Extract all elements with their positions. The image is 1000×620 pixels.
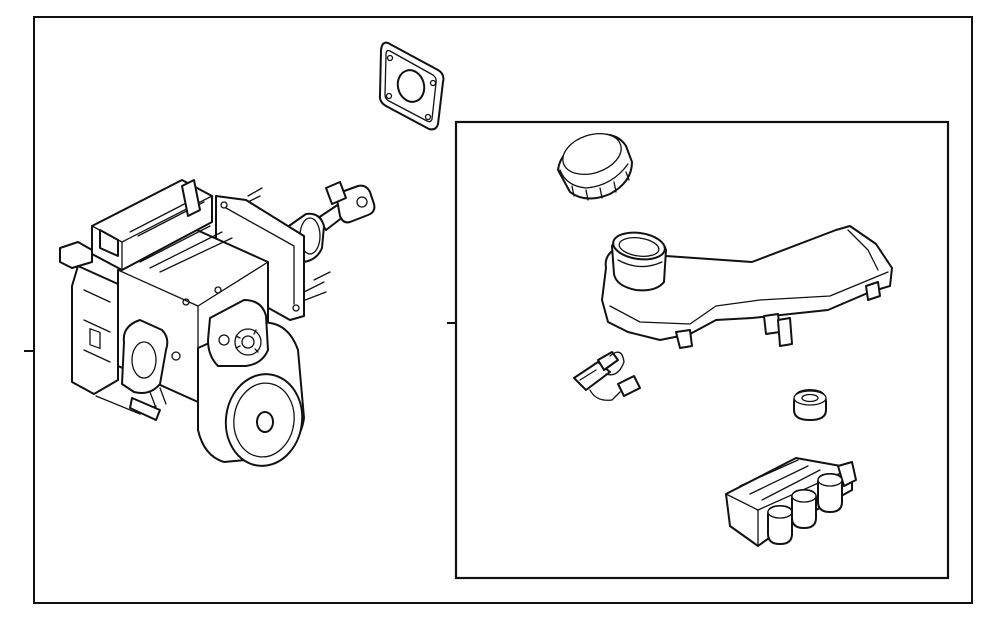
inner-frame: [454, 120, 950, 580]
level-sensor-wiring-part: [573, 351, 641, 401]
gasket-part: [378, 41, 445, 131]
reservoir-seal-bracket-part: [725, 457, 857, 547]
grommet-part: [793, 389, 827, 421]
outer-frame: [33, 16, 973, 604]
reservoir-cap-part: [557, 133, 633, 201]
brake-fluid-reservoir-part: [601, 225, 893, 349]
brake-booster-abs-assembly-part: [59, 179, 376, 467]
